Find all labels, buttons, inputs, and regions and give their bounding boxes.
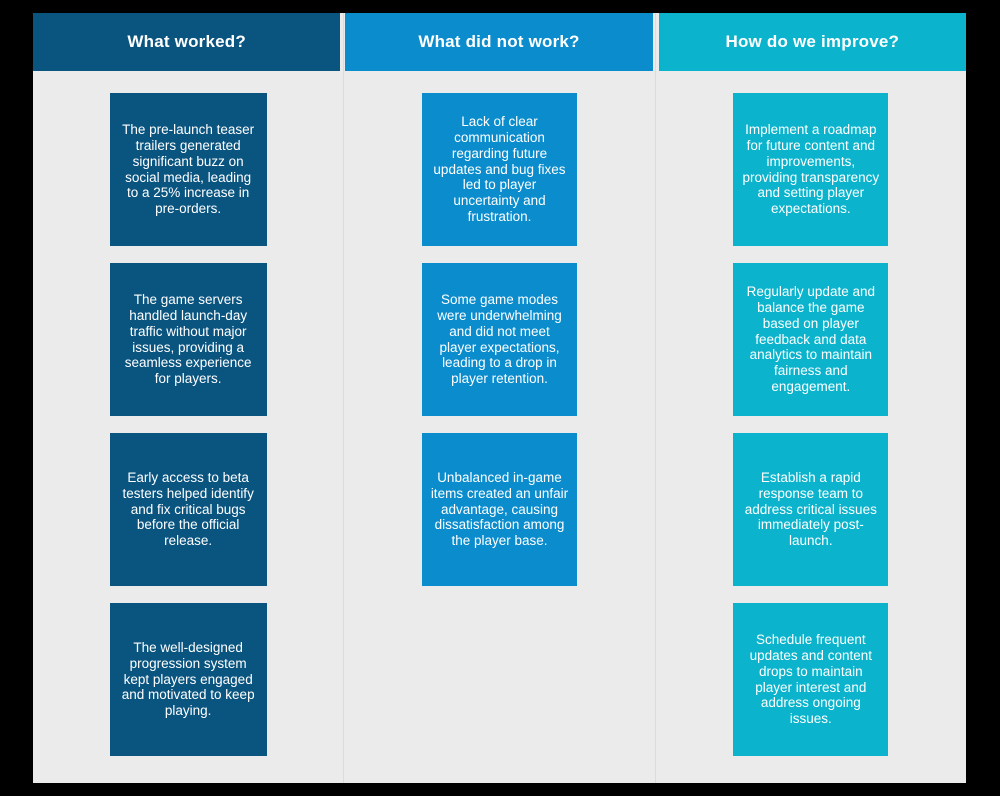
card-list-what-did-not-work: Lack of clear communication regarding fu…: [344, 71, 654, 773]
card-text: The pre-launch teaser trailers generated…: [122, 122, 255, 217]
card-text: Unbalanced in-game items created an unfa…: [430, 470, 569, 549]
card[interactable]: Regularly update and balance the game ba…: [733, 263, 889, 416]
column-what-worked: What worked? The pre-launch teaser trail…: [33, 13, 343, 783]
column-how-do-we-improve: How do we improve? Implement a roadmap f…: [654, 13, 966, 783]
card[interactable]: Implement a roadmap for future content a…: [733, 93, 889, 246]
card-text: Schedule frequent updates and content dr…: [749, 632, 872, 727]
column-header-what-worked[interactable]: What worked?: [33, 13, 341, 71]
card-list-how-do-we-improve: Implement a roadmap for future content a…: [656, 71, 966, 773]
card[interactable]: The game servers handled launch-day traf…: [109, 263, 267, 416]
card-list-what-worked: The pre-launch teaser trailers generated…: [33, 71, 343, 773]
card[interactable]: Early access to beta testers helped iden…: [109, 433, 267, 586]
card[interactable]: The well-designed progression system kep…: [109, 603, 267, 756]
card[interactable]: Establish a rapid response team to addre…: [733, 433, 889, 586]
card-text: Lack of clear communication regarding fu…: [433, 114, 566, 224]
card-text: Early access to beta testers helped iden…: [122, 470, 254, 549]
card-text: Some game modes were underwhelming and d…: [437, 292, 562, 387]
retro-columns: What worked? The pre-launch teaser trail…: [33, 13, 966, 783]
card-text: Regularly update and balance the game ba…: [746, 284, 875, 394]
card-text: Establish a rapid response team to addre…: [744, 470, 877, 549]
card-text: The well-designed progression system kep…: [121, 640, 255, 719]
column-what-did-not-work: What did not work? Lack of clear communi…: [343, 13, 654, 783]
card[interactable]: Some game modes were underwhelming and d…: [421, 263, 577, 416]
card-text: The game servers handled launch-day traf…: [124, 292, 252, 387]
card-text: Implement a roadmap for future content a…: [742, 122, 880, 217]
card[interactable]: Schedule frequent updates and content dr…: [733, 603, 889, 756]
card[interactable]: Unbalanced in-game items created an unfa…: [421, 433, 577, 586]
column-header-what-did-not-work[interactable]: What did not work?: [345, 13, 653, 71]
retro-board: What worked? The pre-launch teaser trail…: [33, 13, 966, 783]
card-placeholder: [422, 603, 577, 756]
card[interactable]: The pre-launch teaser trailers generated…: [109, 93, 267, 246]
column-header-how-do-we-improve[interactable]: How do we improve?: [658, 13, 966, 71]
card[interactable]: Lack of clear communication regarding fu…: [421, 93, 577, 246]
